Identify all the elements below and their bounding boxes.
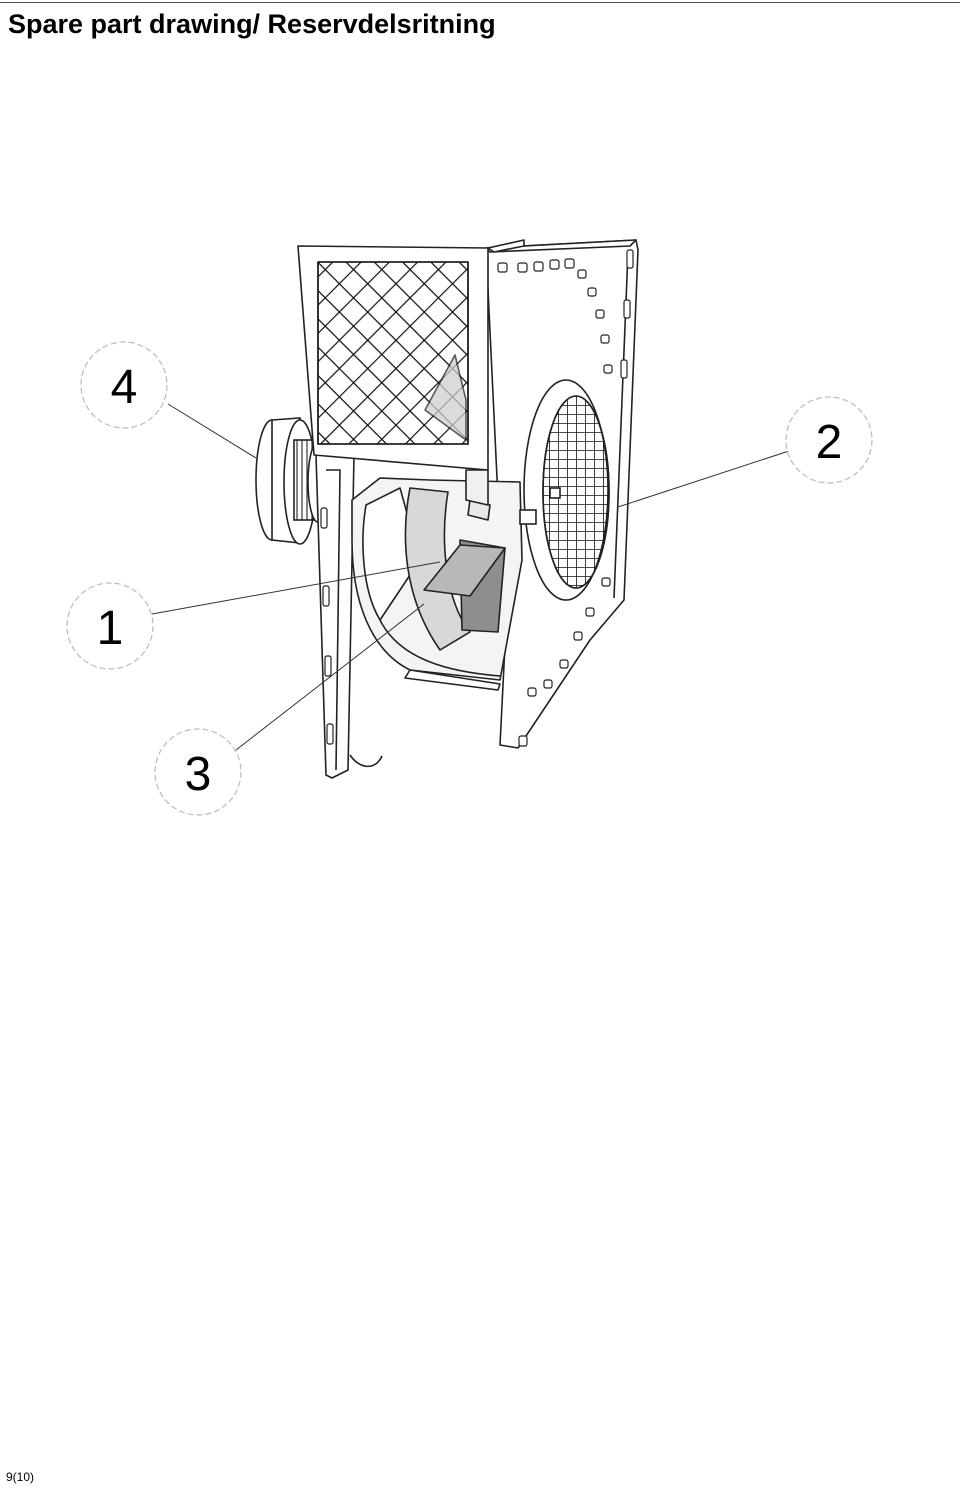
page-title: Spare part drawing/ Reservdelsritning [8, 9, 496, 39]
svg-text:1: 1 [97, 602, 124, 655]
top-guard-drawing [297, 239, 525, 506]
svg-text:4: 4 [111, 361, 138, 414]
page-number: 9(10) [6, 1470, 35, 1484]
callout-1: 1 [66, 582, 154, 670]
callout-2: 2 [785, 396, 873, 484]
mounting-holes [320, 249, 634, 747]
svg-text:3: 3 [185, 748, 212, 801]
header-rule [0, 2, 960, 3]
leader-lines [151, 403, 793, 751]
callout-3: 3 [154, 728, 242, 816]
inlet-guard-drawing [519, 379, 610, 601]
callout-4: 4 [80, 341, 168, 429]
svg-text:2: 2 [816, 416, 843, 469]
spare-part-drawing: 4 2 1 3 [66, 239, 873, 816]
